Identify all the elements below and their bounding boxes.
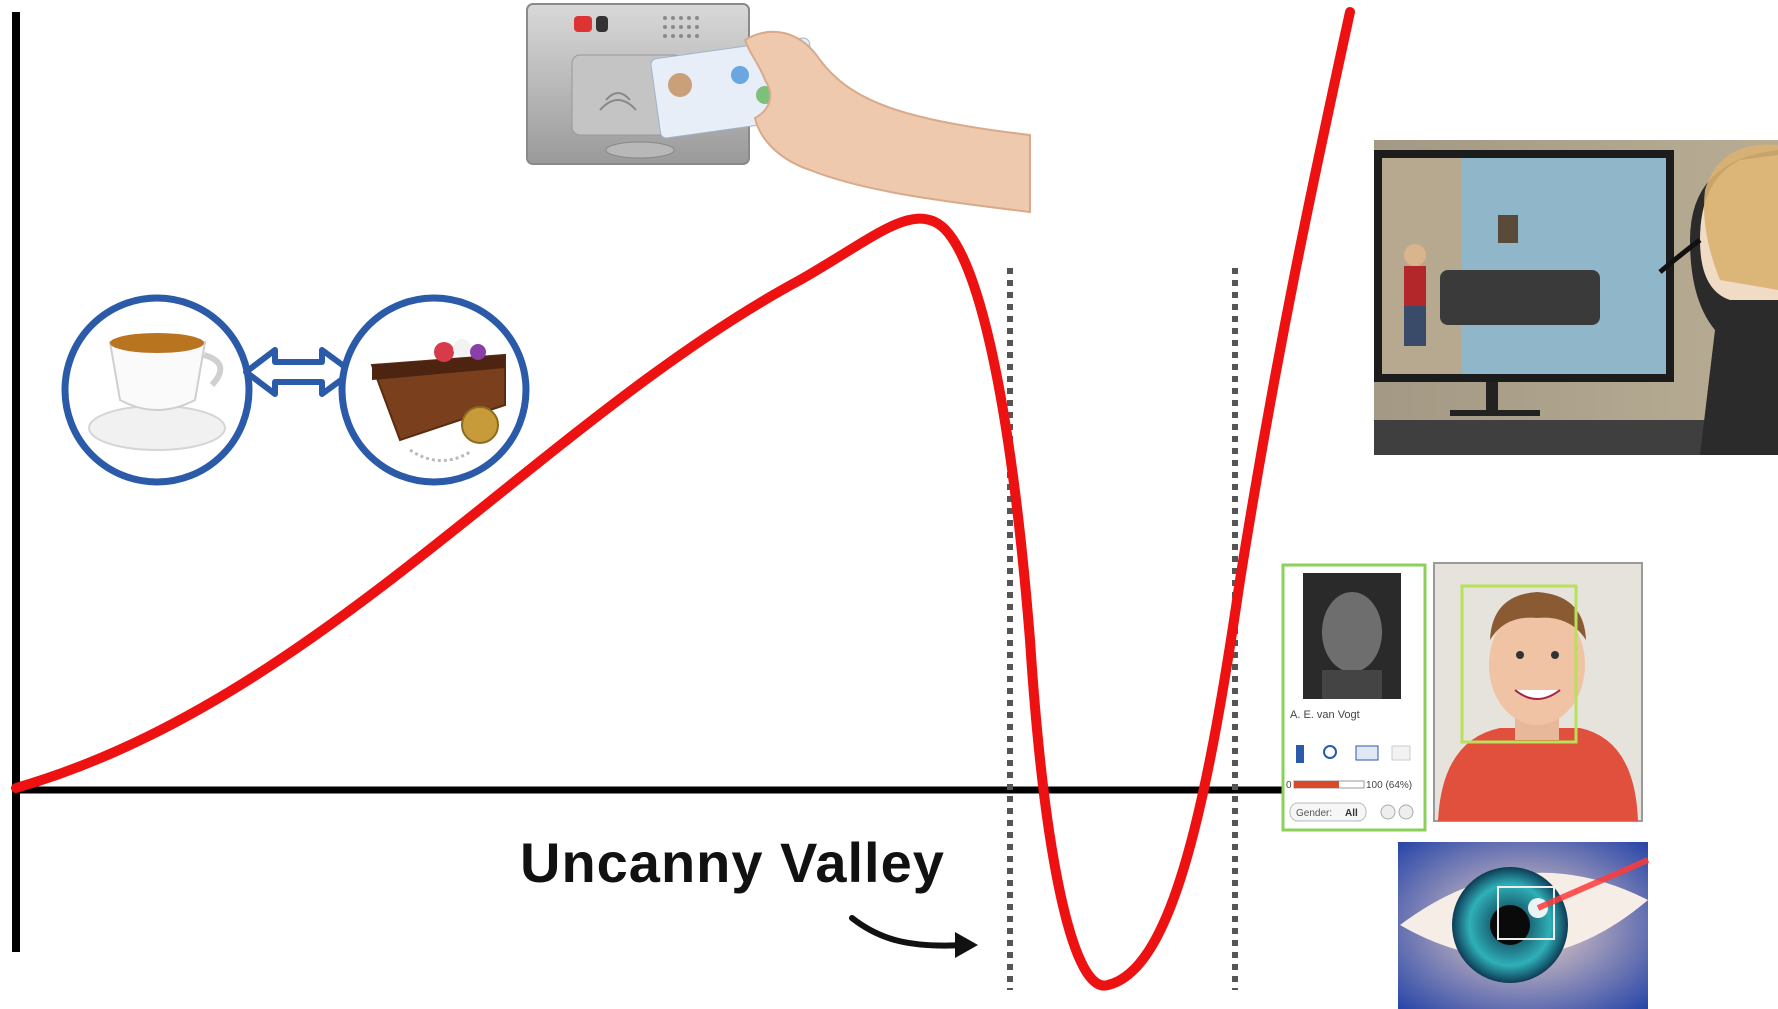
person-name-label: A. E. van Vogt [1290, 709, 1360, 721]
slider-min-label: 0 [1286, 780, 1292, 791]
info-icon [1296, 745, 1304, 763]
gender-label: Gender: [1296, 808, 1332, 819]
tea-cup-icon [61, 294, 253, 486]
valley-arrow-icon [849, 915, 968, 949]
hand-icon [743, 30, 1031, 214]
prev-icon [1380, 804, 1396, 820]
uncanny-curve [11, 7, 1355, 991]
gender-value: All [1345, 808, 1358, 819]
avatar-monitor-icon [1374, 140, 1778, 455]
face-recognition-widget: A. E. van Vogt 0 100 (64%) Gender: All [1281, 563, 1427, 832]
face-recognition-icon [1433, 562, 1643, 822]
face-detect-box [1460, 584, 1578, 744]
cake-icon [338, 294, 530, 486]
next-icon [1398, 804, 1414, 820]
uncanny-valley-label: Uncanny Valley [520, 831, 945, 894]
slider-max-label: 100 (64%) [1366, 780, 1412, 791]
doc-icon [1391, 745, 1411, 761]
iris-scan-icon [1398, 842, 1650, 1009]
search-icon [1323, 745, 1337, 759]
compare-icon [1355, 745, 1379, 761]
swap-arrow-icon [243, 347, 355, 397]
